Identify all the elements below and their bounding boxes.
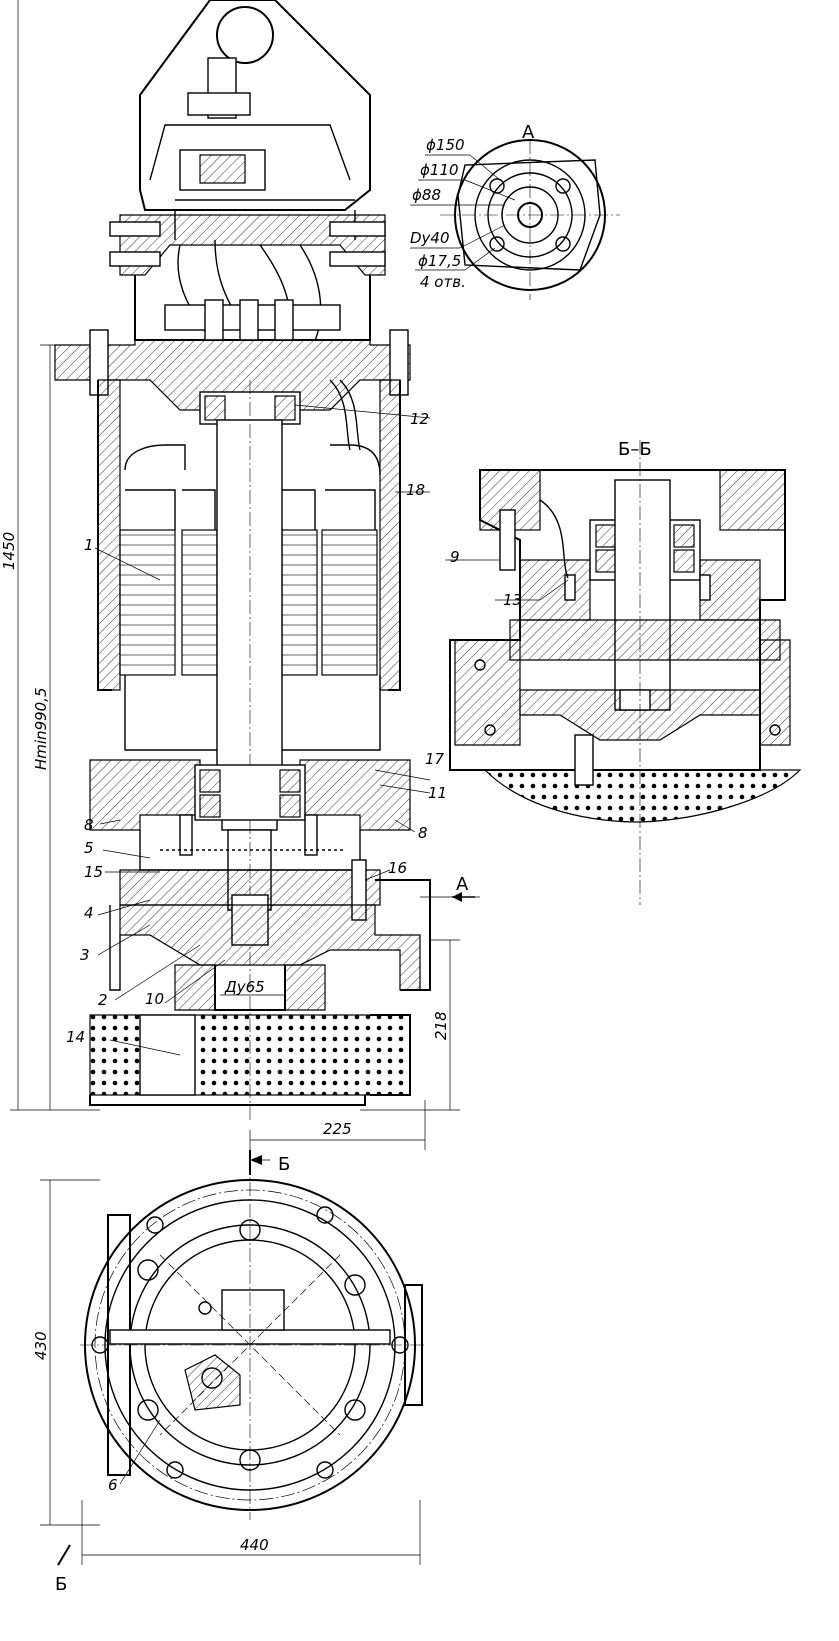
view-a-d88: ϕ88 xyxy=(412,186,441,204)
part-number: 3 xyxy=(80,946,90,964)
dim-width-440: 440 xyxy=(240,1536,269,1554)
dim-foot-height: 218 xyxy=(432,1011,450,1040)
dim-width-430: 430 xyxy=(32,1331,50,1360)
part-number: 8 xyxy=(418,824,428,842)
section-bb xyxy=(445,440,802,905)
cut-mark-bottom-label: Б xyxy=(55,1574,67,1595)
section-bb-label: Б–Б xyxy=(618,439,652,460)
part-number: 10 xyxy=(145,990,164,1008)
part-number: 11 xyxy=(428,784,447,802)
part-number: 4 xyxy=(84,904,94,922)
part-number: 5 xyxy=(84,839,94,857)
part-number: 1 xyxy=(84,536,94,554)
arrow-a xyxy=(250,892,475,1165)
arrow-a-label: А xyxy=(456,874,469,895)
dim-offset-225: 225 xyxy=(323,1120,352,1138)
main-elevation-view xyxy=(54,0,431,1120)
part-number: 8 xyxy=(84,816,94,834)
dim-overall-height: 1450 xyxy=(0,532,18,570)
view-a-d110: ϕ110 xyxy=(420,161,459,179)
part-number: 17 xyxy=(425,750,445,768)
view-a-dy40: Dу40 xyxy=(410,229,450,247)
part-number: 12 xyxy=(410,410,429,428)
part-number: 16 xyxy=(388,859,407,877)
view-a-label: А xyxy=(522,122,535,143)
part-number: 18 xyxy=(406,481,425,499)
part-number: 2 xyxy=(98,991,108,1009)
dim-hmin: Hmin990,5 xyxy=(32,687,50,770)
view-a-flange xyxy=(410,139,620,300)
part-number: 14 xyxy=(66,1028,85,1046)
part-number: 15 xyxy=(84,863,103,881)
view-a-d150: ϕ150 xyxy=(426,136,465,154)
dimension-lines xyxy=(10,0,480,1566)
part-number: 13 xyxy=(503,591,522,609)
view-a-holes: 4 отв. xyxy=(420,273,466,291)
part-number: 9 xyxy=(450,548,460,566)
cut-mark-top-label: Б xyxy=(278,1154,290,1175)
plan-view xyxy=(57,1150,425,1566)
dim-outlet: Ду65 xyxy=(224,978,265,996)
view-a-d175: ϕ17,5 xyxy=(418,252,461,270)
part-number: 6 xyxy=(108,1476,118,1494)
leader-lines xyxy=(94,404,431,1485)
